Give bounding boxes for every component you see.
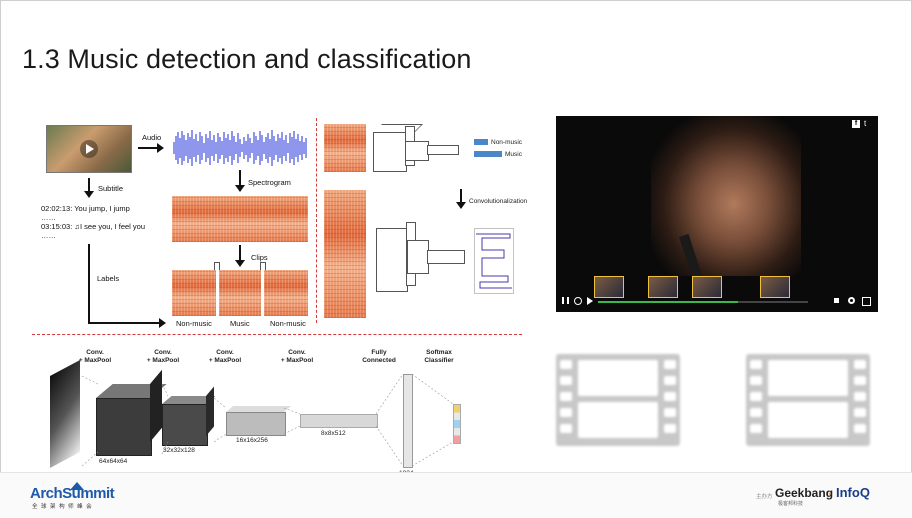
fcn-block-3 <box>427 250 465 264</box>
subtitle-ellipsis-1: …… <box>41 213 56 222</box>
subtitle-line-1: 02:02:13: You jump, I jump <box>41 204 130 213</box>
pause-icon[interactable] <box>562 297 569 304</box>
arrow-down-line <box>239 170 241 186</box>
geekbang-subtitle: 极客邦科技 <box>778 501 804 507</box>
clip-bracket <box>260 262 266 271</box>
labels-arrow-vertical <box>88 244 90 324</box>
next-icon[interactable] <box>587 297 593 305</box>
output-bar-music <box>474 151 502 157</box>
audio-label: Audio <box>142 133 162 142</box>
arrow-down-icon <box>84 191 94 198</box>
output-label-music: Music <box>505 151 522 158</box>
play-icon <box>86 144 94 154</box>
feature-map-64 <box>96 398 152 456</box>
arrow-down-icon <box>235 260 245 267</box>
clip-label-non-music-2: Non-music <box>270 319 306 328</box>
layer-header-conv-1: Conv.+ MaxPool <box>78 349 112 364</box>
video-thumb-2[interactable] <box>648 276 678 298</box>
spectrogram-label: Spectrogram <box>248 178 291 187</box>
clip-non-music-2 <box>264 270 308 316</box>
arrow-down-line <box>88 178 90 192</box>
sponsor-prefix: 主办方 <box>756 494 773 500</box>
layer-header-conv-2: Conv.+ MaxPool <box>146 349 180 364</box>
clip-music <box>219 270 261 316</box>
cnn-connectors <box>81 373 454 467</box>
output-bar-non-music <box>474 139 488 145</box>
subtitle-ellipsis-2: …… <box>41 231 56 240</box>
fc-layer <box>403 374 413 468</box>
fcn-block-1 <box>376 228 408 292</box>
layer-header-conv-4: Conv.+ MaxPool <box>280 349 314 364</box>
labels-arrow-horizontal <box>88 322 160 324</box>
spectrogram <box>172 196 308 242</box>
conv-block-1 <box>373 132 407 172</box>
input-spectrogram-small <box>324 124 366 172</box>
clips-label: Clips <box>251 253 268 262</box>
feature-map-512 <box>300 414 378 428</box>
feature-map-256 <box>226 412 286 436</box>
infoq-logo: InfoQ <box>836 485 870 500</box>
facebook-icon[interactable]: f <box>852 120 860 128</box>
arrow-head <box>157 143 164 153</box>
arrow-down-icon <box>456 202 466 209</box>
video-thumb-3[interactable] <box>692 276 722 298</box>
frame-prediction-plot <box>474 228 514 294</box>
output-label-non-music: Non-music <box>491 139 523 146</box>
volume-icon[interactable] <box>834 298 839 303</box>
horizontal-divider <box>32 334 522 335</box>
subtitle-label: Subtitle <box>98 184 124 193</box>
arrow-down-line <box>460 189 462 203</box>
dim-64: 64x64x64 <box>99 458 128 465</box>
input-spectrogram-tall <box>324 190 366 318</box>
video-thumb-1[interactable] <box>594 276 624 298</box>
conv-block-2 <box>405 141 429 161</box>
clip-bracket <box>214 262 220 271</box>
dim-512: 8x8x512 <box>321 430 346 437</box>
fullscreen-icon[interactable] <box>862 297 871 306</box>
softmax-layer <box>453 404 461 444</box>
film-strip-icon <box>746 354 870 446</box>
archsummit-subtitle: 全 球 架 构 师 峰 会 <box>32 504 93 510</box>
clip-non-music-1 <box>172 270 216 316</box>
video-progress-fill <box>598 301 738 303</box>
fcn-block-2 <box>407 240 429 274</box>
clip-label-music: Music <box>230 319 250 328</box>
vertical-divider <box>316 118 317 323</box>
dim-256: 16x16x256 <box>236 437 268 444</box>
labels-label: Labels <box>97 274 120 283</box>
conv-block-3 <box>427 145 459 155</box>
arrow-right-icon <box>138 147 158 149</box>
slide-title: 1.3 Music detection and classification <box>22 44 472 74</box>
film-strip-icon <box>556 354 680 446</box>
arrow-right-icon <box>159 318 166 328</box>
video-frame-singer <box>651 116 801 276</box>
video-player[interactable]: f t <box>556 116 878 312</box>
clip-label-non-music-1: Non-music <box>176 319 212 328</box>
audio-waveform <box>172 128 308 168</box>
subtitle-line-2: 03:15:03: ♫I see you, I feel you <box>41 222 146 231</box>
footer-bar <box>0 472 912 518</box>
dim-128: 32x32x128 <box>163 447 195 454</box>
geekbang-chevron-icon: › <box>828 489 831 499</box>
arrow-down-icon <box>235 185 245 192</box>
archsummit-logo: ArchSummit <box>30 485 115 502</box>
video-thumbnail <box>46 125 132 173</box>
archsummit-logo-mark <box>70 482 84 490</box>
video-thumb-4[interactable] <box>760 276 790 298</box>
twitter-icon[interactable]: t <box>864 119 867 128</box>
replay-icon[interactable] <box>574 297 582 305</box>
arrow-down-line <box>239 245 241 261</box>
layer-header-conv-3: Conv.+ MaxPool <box>208 349 242 364</box>
convolutionalization-label: Convolutionalization <box>469 198 528 205</box>
geekbang-logo: Geekbang <box>775 486 834 500</box>
settings-icon[interactable] <box>848 297 855 304</box>
